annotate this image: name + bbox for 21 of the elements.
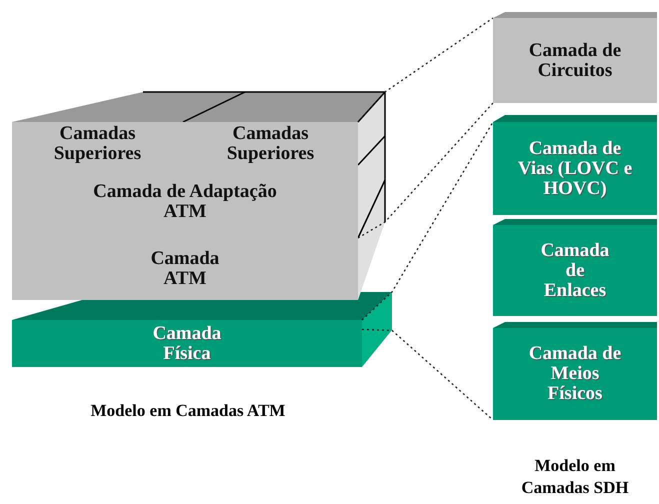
layer-block (493, 122, 657, 215)
layer-name: Camada de Adaptação ATM (92, 182, 278, 222)
layer-name: Camada de Circuitos (528, 40, 622, 80)
layer-name: Camada de Enlaces (540, 240, 610, 300)
layer-name: Camada ATM (150, 249, 220, 289)
layer-name: Camada de Vias (LOVC e HOVC) (516, 138, 634, 198)
layer-block (493, 328, 657, 420)
layer-name: Camadas Superiores (226, 124, 316, 164)
dotted-connector (362, 328, 494, 420)
dotted-connector (362, 122, 494, 320)
layer-name: Camadas Superiores (52, 124, 142, 164)
layer-block (493, 18, 657, 103)
dotted-connector (358, 102, 494, 239)
layer-block (12, 238, 358, 300)
layer-name: Camada Física (152, 324, 222, 364)
layer-block (493, 225, 657, 316)
dotted-connector (358, 17, 494, 122)
layer-block (12, 320, 362, 367)
layer-name: Camada de Meios Físicos (528, 344, 622, 404)
model-caption: Modelo em Camadas SDH (520, 455, 630, 499)
model-caption: Modelo em Camadas ATM (90, 400, 286, 422)
